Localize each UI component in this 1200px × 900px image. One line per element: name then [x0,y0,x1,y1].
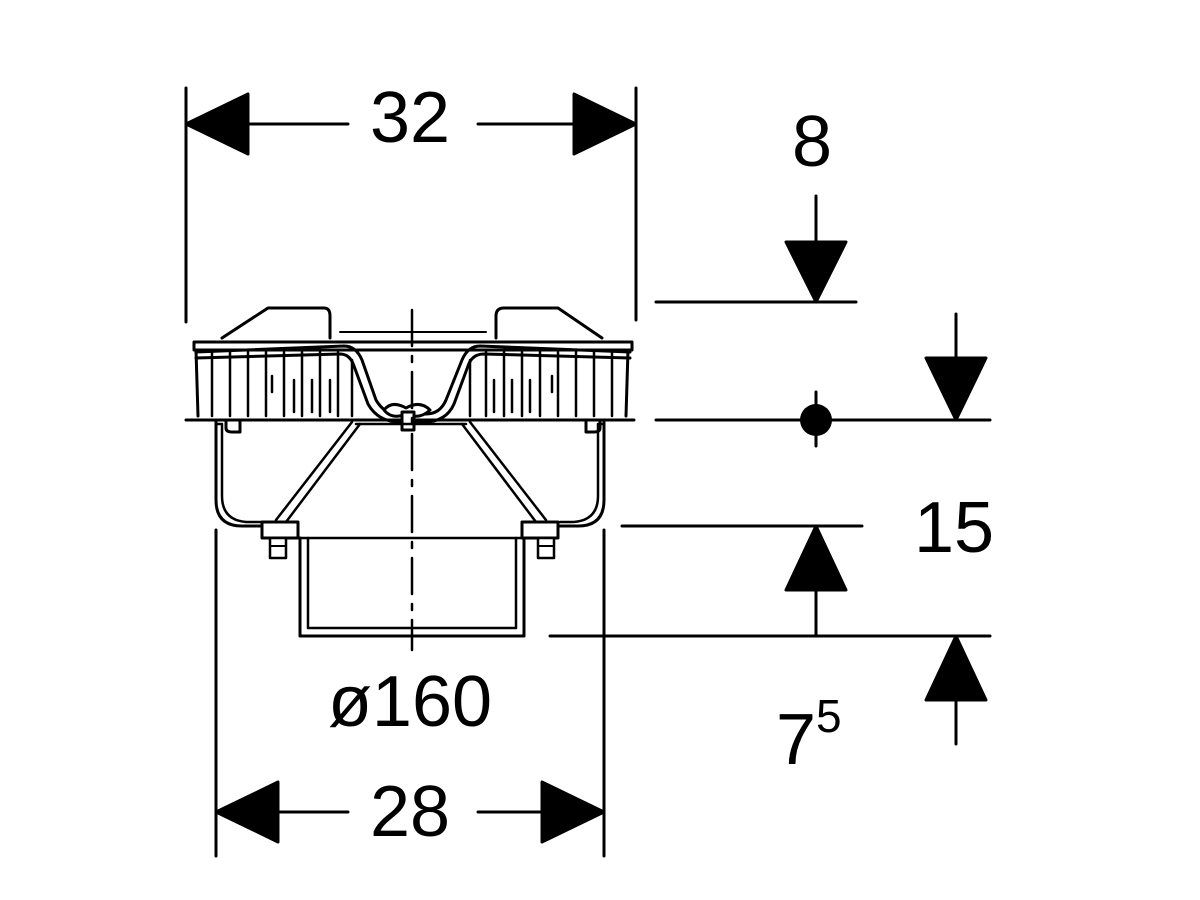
arrowhead-down [784,240,848,304]
arrowhead-right [540,780,606,844]
label-bottom-height-base: 7 [776,700,816,780]
grate-ribs-right [468,350,614,418]
dimension-bottom-width [214,528,606,858]
wing-nut [382,403,432,418]
arrowhead-up [924,634,988,702]
label-bottom-height: 75 [776,690,842,780]
label-top-offset: 8 [792,102,832,182]
arrowhead-left [184,92,250,156]
grate-ribs-left [210,350,354,418]
arrowhead-down [924,356,988,422]
label-top-width: 32 [370,78,450,158]
arrowhead-left [214,780,280,844]
label-bottom-height-sup: 5 [816,690,842,742]
arrowhead-up [784,524,848,592]
dimension-top-width [184,86,638,324]
arrowhead-right [572,92,638,156]
drain-body [184,306,636,638]
label-bottom-width: 28 [370,772,450,852]
label-mid-height: 15 [914,488,994,568]
dimension-vertical-group [548,194,992,746]
reference-dot [800,404,832,436]
label-outlet-diameter: ø160 [328,662,492,742]
